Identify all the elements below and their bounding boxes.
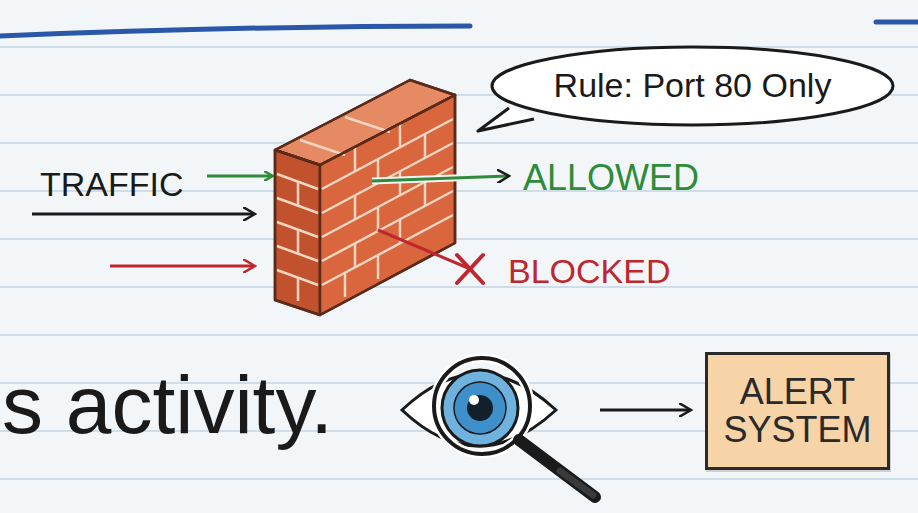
allowed-label: ALLOWED <box>523 160 699 196</box>
bubble-tail-fill <box>478 107 534 131</box>
node-text-group: Rule: Port 80 Only <box>554 68 832 104</box>
traffic-label: TRAFFIC <box>40 167 184 201</box>
allowed-arrow <box>372 176 508 181</box>
sentence-fragment: s activity. <box>2 364 333 446</box>
blocked-line <box>378 230 468 268</box>
bubble-body <box>492 47 893 125</box>
traffic-arrow <box>32 213 254 216</box>
brick-wall <box>275 80 455 315</box>
node-text-group: ALERT SYSTEM <box>718 373 877 449</box>
speech-bubble: Rule: Port 80 Only <box>490 45 895 127</box>
blocked-cross <box>457 255 483 283</box>
node-text: ALERT SYSTEM <box>718 373 877 449</box>
allowed-arrow-glow <box>372 176 508 181</box>
traffic-arrow <box>207 175 272 178</box>
alert-box: ALERT SYSTEM <box>705 352 890 470</box>
monitor-eye <box>402 358 595 497</box>
blocked-label: BLOCKED <box>508 254 671 288</box>
node-text: Rule: Port 80 Only <box>554 68 832 104</box>
traffic-arrow <box>110 265 254 268</box>
marker-line <box>0 26 470 36</box>
bubble-tail <box>478 108 534 131</box>
monitor-arrow <box>600 409 690 412</box>
marker-line <box>876 20 918 25</box>
